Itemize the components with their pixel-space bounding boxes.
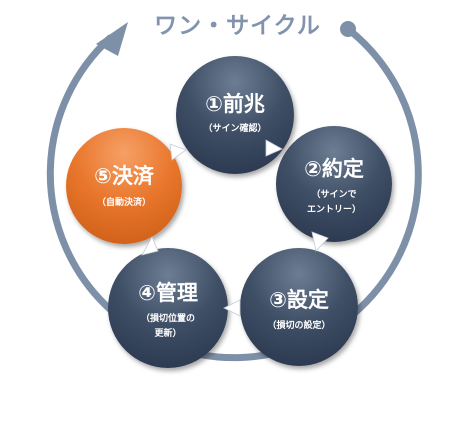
cycle-ring-start-dot bbox=[340, 21, 356, 37]
step-1-description-line-1: （サイン確認） bbox=[203, 124, 267, 134]
step-4-description-line-2: 更新） bbox=[154, 329, 182, 339]
step-1-label: ①前兆 bbox=[205, 92, 265, 116]
step-node-2: ②約定 （サインで エントリー） bbox=[276, 126, 392, 242]
step-4-label: ④管理 bbox=[138, 281, 198, 305]
step-node-1: ①前兆 （サイン確認） bbox=[176, 56, 294, 174]
step-1-description: （サイン確認） bbox=[176, 122, 294, 137]
step-node-3: ③設定 （損切の設定） bbox=[240, 248, 358, 366]
step-node-4: ④管理 （損切位置の 更新） bbox=[108, 248, 228, 368]
step-5-description: （自動決済） bbox=[66, 196, 182, 211]
step-5-description-line-1: （自動決済） bbox=[96, 198, 151, 208]
cycle-ring-arrowhead bbox=[96, 22, 128, 56]
step-3-description-line-1: （損切の設定） bbox=[267, 321, 331, 331]
step-2-description-line-1: （サインで bbox=[311, 190, 357, 200]
step-4-description-line-1: （損切位置の bbox=[140, 314, 195, 324]
step-2-description-line-2: エントリー） bbox=[306, 205, 361, 215]
step-2-label: ②約定 bbox=[304, 157, 364, 181]
cycle-ring-arc bbox=[46, 25, 422, 362]
step-node-5: ⑤決済 （自動決済） bbox=[66, 128, 182, 244]
step-4-description: （損切位置の 更新） bbox=[108, 312, 228, 342]
diagram-title: ワン・サイクル bbox=[154, 13, 321, 39]
step-5-label: ⑤決済 bbox=[94, 164, 154, 188]
step-2-description: （サインで エントリー） bbox=[276, 188, 392, 218]
step-3-label: ③設定 bbox=[269, 288, 329, 312]
step-3-description: （損切の設定） bbox=[240, 319, 358, 334]
